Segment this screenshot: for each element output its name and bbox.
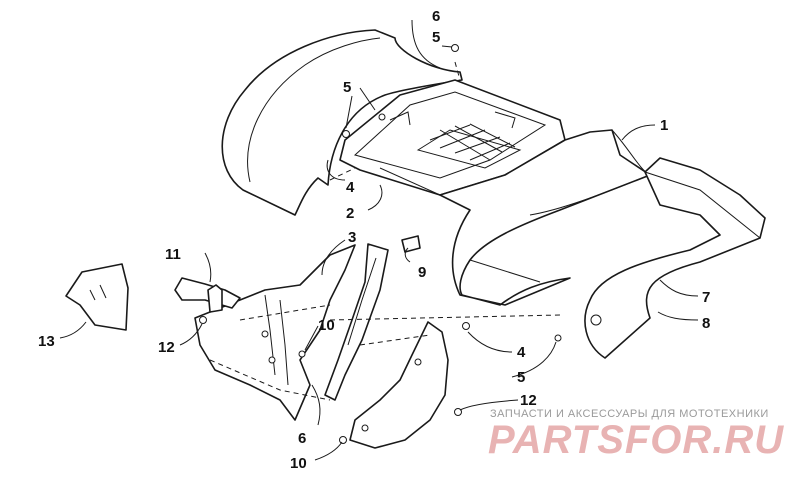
- right-mud-flap: [349, 321, 449, 449]
- fasteners: [199, 44, 562, 444]
- callout-5-c: 5: [517, 369, 525, 386]
- clip-part: [401, 235, 421, 253]
- watermark-caption: ЗАПЧАСТИ И АКСЕССУАРЫ ДЛЯ МОТОТЕХНИКИ: [490, 408, 769, 420]
- rear-fender-main: [439, 129, 652, 306]
- callout-3: 3: [348, 229, 356, 246]
- callout-10-a: 10: [318, 317, 335, 334]
- left-side-panel: [194, 244, 356, 421]
- callout-7: 7: [702, 289, 710, 306]
- leader-lines: [59, 19, 699, 461]
- right-fender-panel: [584, 157, 766, 359]
- callout-9: 9: [418, 264, 426, 281]
- callout-labels: 1 2 3 4 4 5 5 5 6 6 7 8 9 10 10 11 12 12…: [38, 8, 710, 472]
- tube-clamp: [174, 277, 241, 313]
- callout-12-a: 12: [158, 339, 175, 356]
- callout-6-b: 6: [298, 430, 306, 447]
- callout-5-a: 5: [432, 29, 440, 46]
- callout-13: 13: [38, 333, 55, 350]
- callout-10-b: 10: [290, 455, 307, 472]
- callout-11: 11: [165, 246, 181, 263]
- assembly-lines: [209, 61, 561, 401]
- rear-rack-tray: [339, 79, 566, 196]
- callout-8: 8: [702, 315, 710, 332]
- splash-guard: [65, 263, 129, 331]
- callout-1: 1: [660, 117, 668, 134]
- callout-5-b: 5: [343, 79, 351, 96]
- watermark-logo: PARTSFOR.RU: [488, 418, 785, 462]
- callout-12-b: 12: [520, 392, 537, 409]
- fender-brace-strip: [324, 243, 389, 401]
- callout-4-a: 4: [346, 179, 355, 196]
- callout-4-b: 4: [517, 344, 526, 361]
- callout-6-a: 6: [432, 8, 440, 25]
- callout-2: 2: [346, 205, 354, 222]
- left-fender-cover: [221, 29, 463, 216]
